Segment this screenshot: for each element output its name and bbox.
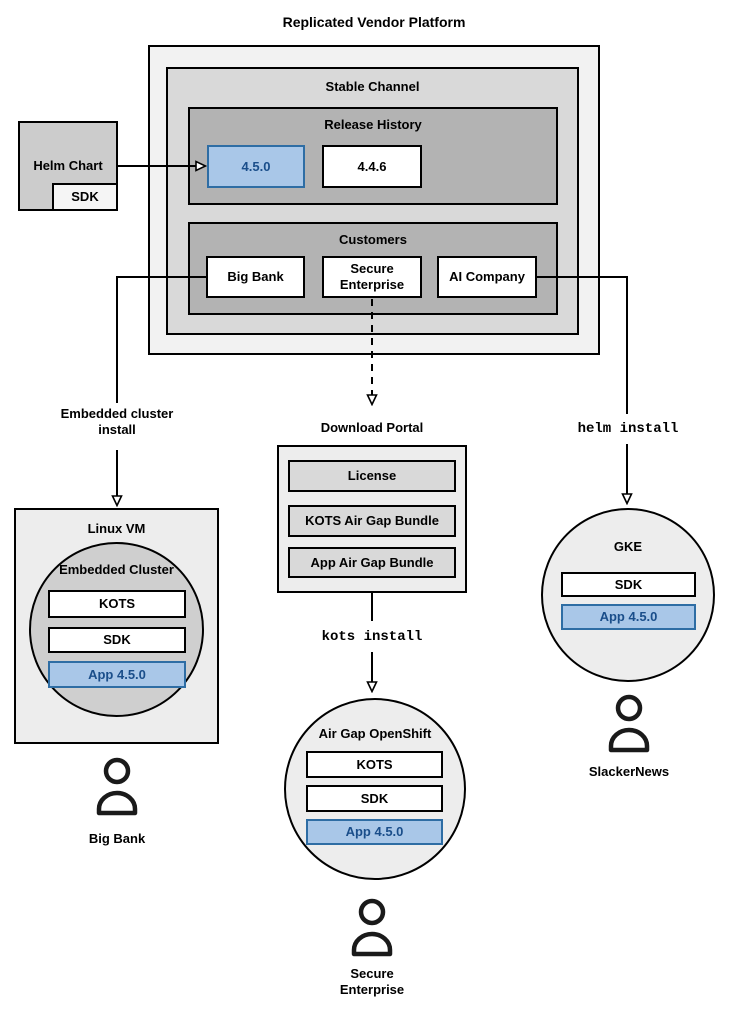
embedded-cluster-label: Embedded Cluster xyxy=(59,562,174,577)
slackernews-user-label: SlackerNews xyxy=(588,764,670,779)
kots-arrow-line xyxy=(371,652,373,683)
aicompany-exit-line xyxy=(537,276,628,278)
bigbank-exit-line xyxy=(116,276,206,278)
aicompany-down-line-2 xyxy=(626,444,628,494)
secure-enterprise-user-icon xyxy=(351,898,393,957)
linuxvm-kots-box: KOTS xyxy=(48,590,186,618)
gke-app-box: App 4.5.0 xyxy=(561,604,696,630)
secure-enterprise-user-label-line2: Enterprise xyxy=(339,982,405,997)
customer-ai-company: AI Company xyxy=(437,256,537,298)
big-bank-user-icon xyxy=(96,757,138,816)
helm-install-command: helm install xyxy=(577,421,679,437)
helm-to-release-line xyxy=(118,165,198,167)
portal-item-license: License xyxy=(288,460,456,492)
bigbank-down-line-2 xyxy=(116,450,118,496)
customers-label: Customers xyxy=(339,232,407,247)
release-4-4-6: 4.4.6 xyxy=(322,145,422,188)
helm-chart-sdk-box: SDK xyxy=(52,183,118,211)
customer-secure-enterprise: Secure Enterprise xyxy=(322,256,422,298)
gke-title: GKE xyxy=(613,539,643,554)
linuxvm-app-box: App 4.5.0 xyxy=(48,661,186,688)
customer-big-bank: Big Bank xyxy=(206,256,305,298)
stable-channel-label: Stable Channel xyxy=(325,79,420,94)
arrowhead-right-icon xyxy=(195,160,207,172)
aicompany-down-line-1 xyxy=(626,276,628,414)
release-history-label: Release History xyxy=(324,117,422,132)
arrowhead-down-icon xyxy=(621,493,633,505)
secure-enterprise-user-label-line1: Secure xyxy=(350,966,394,981)
linux-vm-title: Linux VM xyxy=(87,521,146,536)
openshift-sdk-box: SDK xyxy=(306,785,443,812)
portal-item-kots-bundle: KOTS Air Gap Bundle xyxy=(288,505,456,537)
portal-stem-line xyxy=(371,593,373,621)
secure-enterprise-user-label: Secure Enterprise xyxy=(302,966,442,998)
openshift-kots-box: KOTS xyxy=(306,751,443,778)
big-bank-user-label: Big Bank xyxy=(88,831,146,846)
embedded-install-label-line2: install xyxy=(98,422,136,437)
download-portal-title: Download Portal xyxy=(320,420,424,435)
gke-sdk-box: SDK xyxy=(561,572,696,597)
embedded-install-label-line1: Embedded cluster xyxy=(60,406,174,421)
embedded-install-label: Embedded cluster install xyxy=(27,406,207,438)
release-4-5-0: 4.5.0 xyxy=(207,145,305,188)
airgap-openshift-title: Air Gap OpenShift xyxy=(318,726,432,741)
arrowhead-down-icon xyxy=(366,681,378,693)
kots-install-command: kots install xyxy=(321,629,423,645)
bigbank-down-line-1 xyxy=(116,276,118,403)
linuxvm-sdk-box: SDK xyxy=(48,627,186,653)
arrowhead-down-dashed-icon xyxy=(366,394,378,406)
openshift-app-box: App 4.5.0 xyxy=(306,819,443,845)
arrowhead-down-icon xyxy=(111,495,123,507)
diagram-title: Replicated Vendor Platform xyxy=(282,14,466,30)
portal-item-app-bundle: App Air Gap Bundle xyxy=(288,547,456,578)
secure-dashed-line xyxy=(371,299,373,395)
slackernews-user-icon xyxy=(608,694,650,753)
helm-chart-label: Helm Chart xyxy=(33,158,103,173)
